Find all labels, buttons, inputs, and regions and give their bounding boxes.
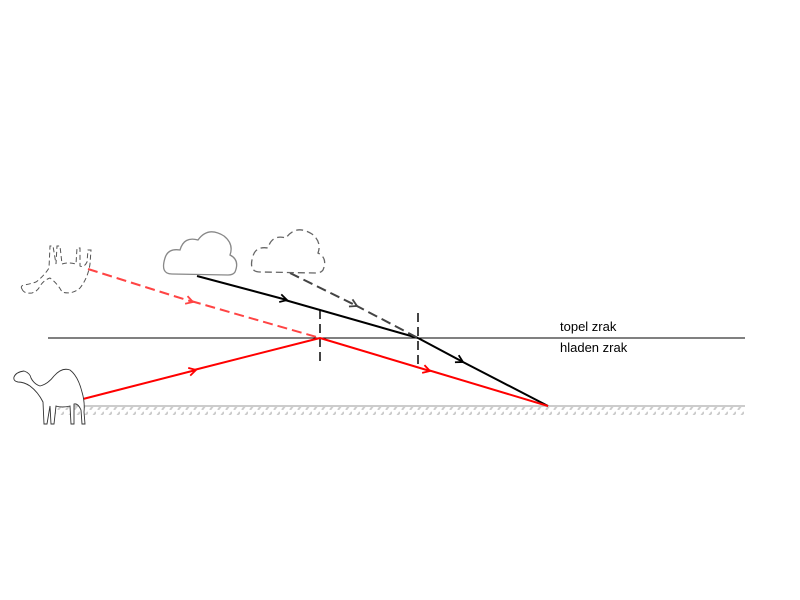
sky-ray xyxy=(196,275,549,407)
real-ray xyxy=(82,337,549,407)
ground xyxy=(55,405,745,415)
warm-air-label: topel zrak xyxy=(560,319,617,334)
camel-mirage-icon xyxy=(20,245,92,294)
cloud-mirage-icon xyxy=(250,229,326,274)
camel-icon xyxy=(13,368,86,425)
cold-air-label: hladen zrak xyxy=(560,340,628,355)
apparent-ray xyxy=(87,268,321,339)
cloud-icon xyxy=(162,231,238,276)
apparent-sky-ray xyxy=(289,272,419,339)
